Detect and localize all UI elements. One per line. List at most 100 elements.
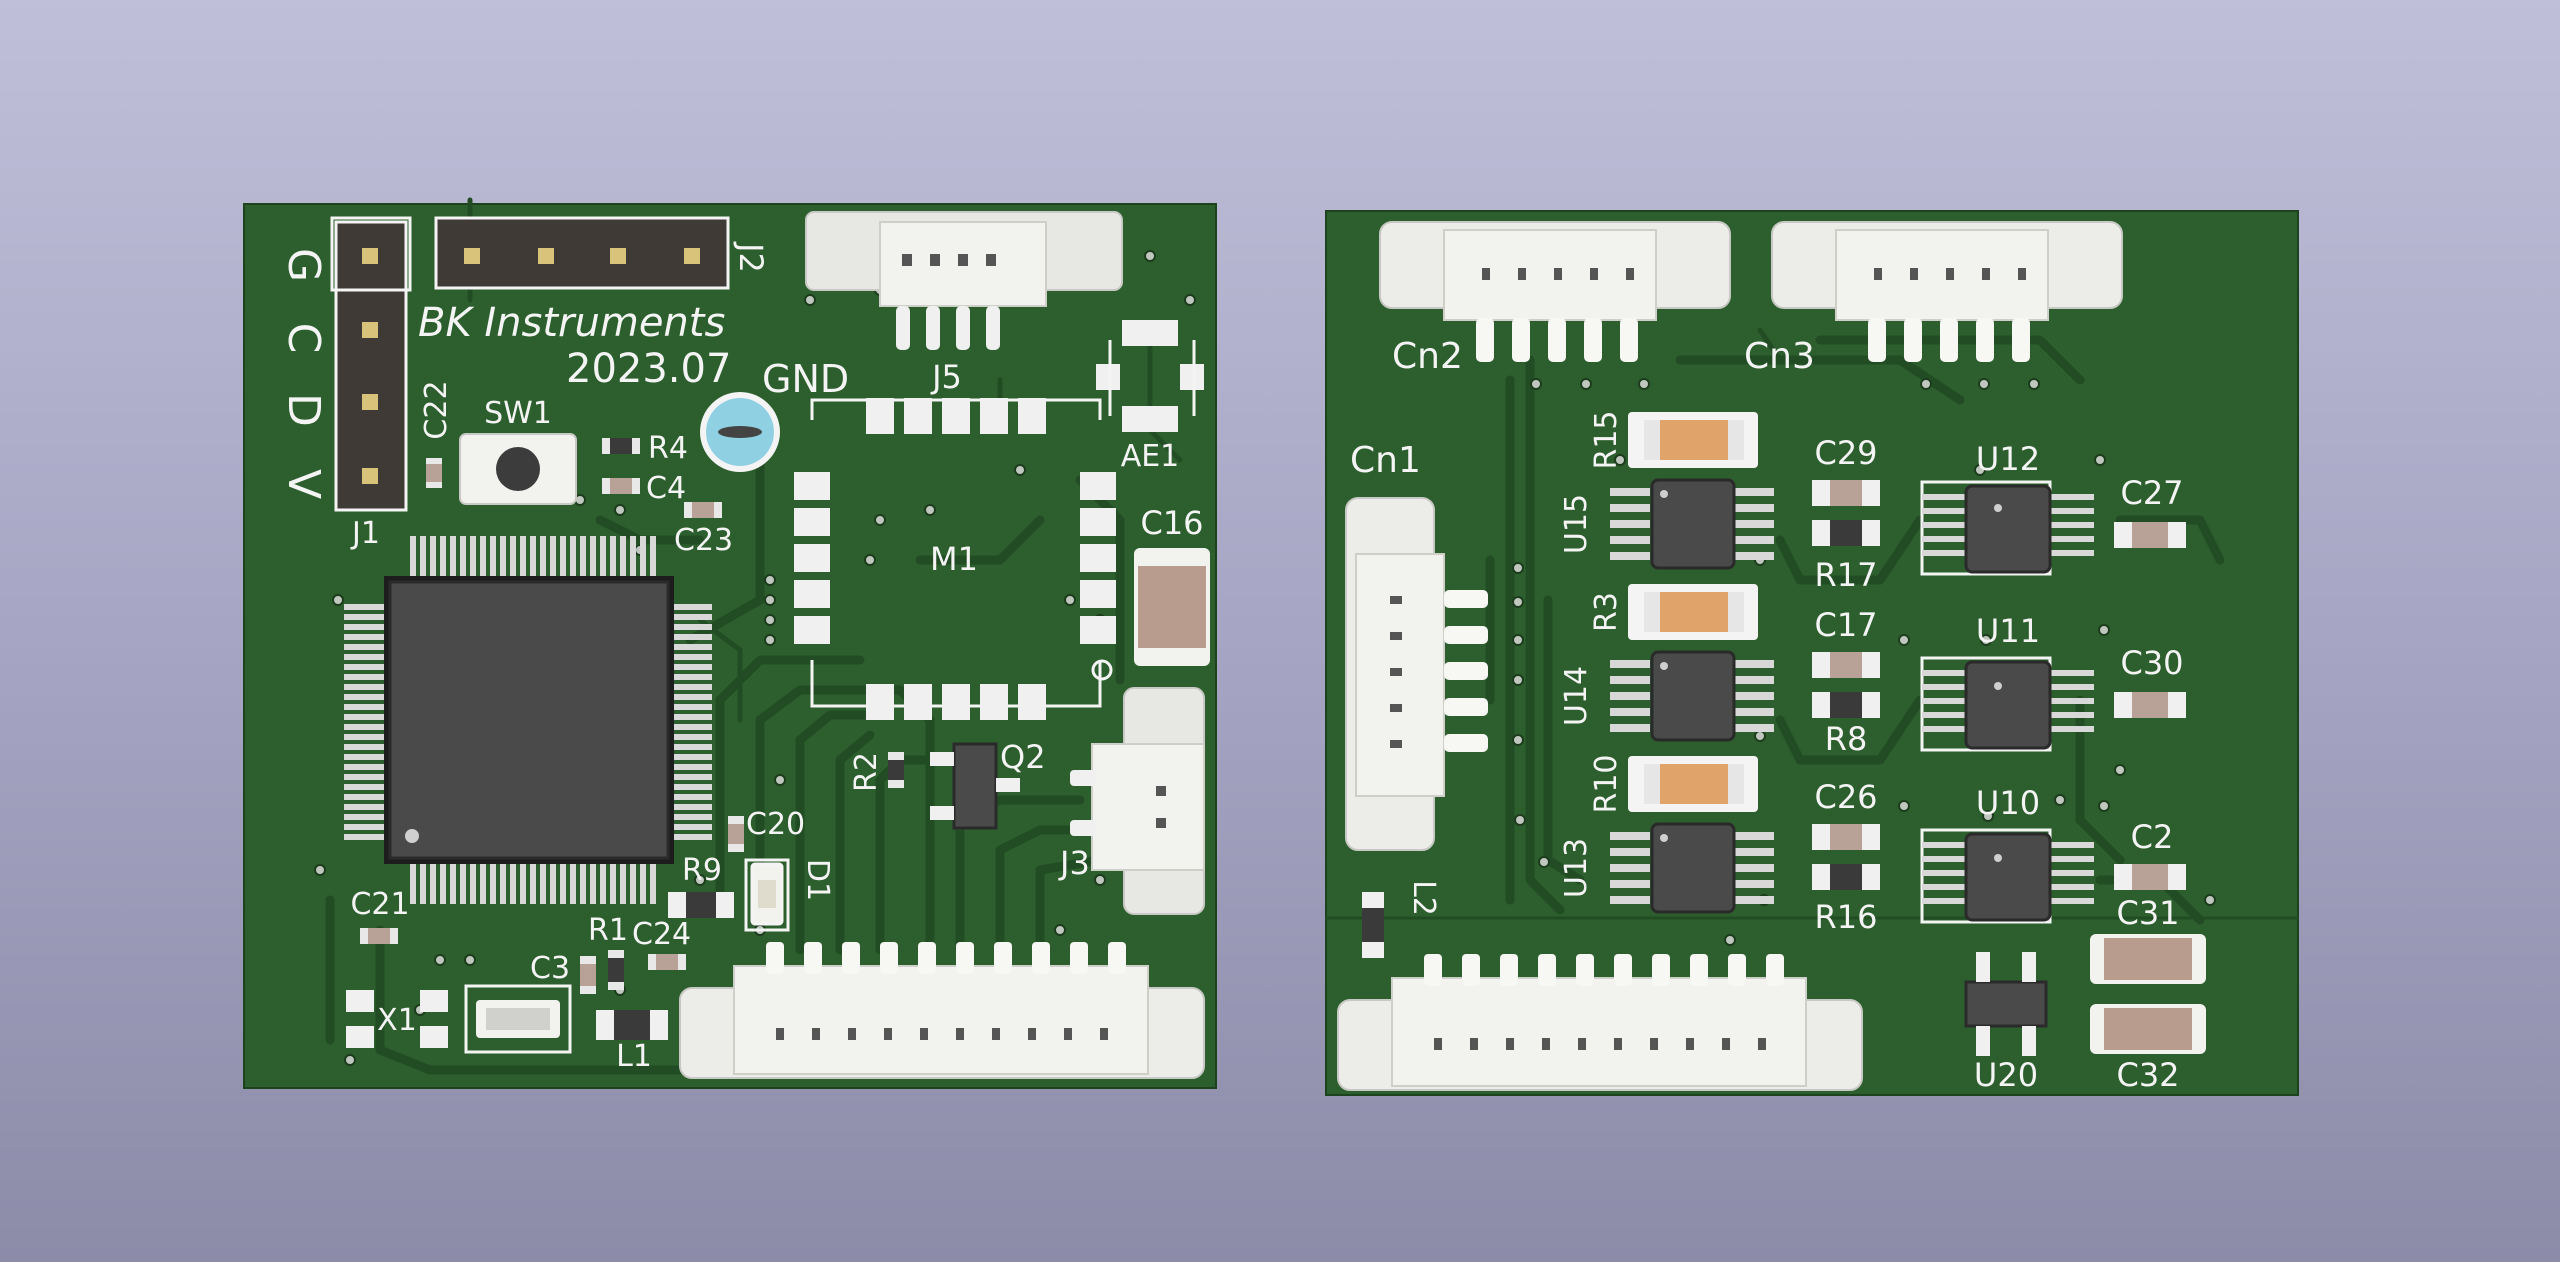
connector-j5 — [805, 211, 1123, 350]
ref-u12: U12 — [1976, 440, 2040, 478]
resistor-r8 — [1812, 692, 1880, 718]
ref-c2: C2 — [2131, 818, 2174, 856]
ref-r15: R15 — [1589, 410, 1624, 469]
pin-label-c: C — [278, 323, 329, 354]
ref-sw1: SW1 — [484, 396, 552, 431]
module-m1 — [794, 398, 1116, 720]
inductor-r10 — [1628, 756, 1758, 812]
ref-r1: R1 — [588, 913, 628, 948]
chip-u12 — [1920, 480, 2094, 576]
connector-j1 — [330, 216, 412, 512]
transistor-q2 — [930, 742, 1020, 830]
crystal-x1 — [346, 990, 448, 1048]
resistor-r16 — [1812, 864, 1880, 890]
ref-c23: C23 — [674, 523, 733, 558]
ref-r10: R10 — [1589, 754, 1624, 813]
ref-j3: J3 — [1058, 844, 1090, 882]
ref-u20: U20 — [1974, 1056, 2038, 1094]
pin-label-v: V — [278, 469, 329, 499]
ref-cn2: Cn2 — [1392, 336, 1463, 377]
ref-j2: J2 — [732, 241, 770, 273]
ref-cn3: Cn3 — [1744, 336, 1815, 377]
ref-c30: C30 — [2120, 644, 2183, 682]
ref-j1: J1 — [350, 516, 380, 551]
cap-c30 — [2114, 692, 2186, 718]
ref-r16: R16 — [1815, 898, 1878, 936]
resistor-r2 — [888, 752, 904, 788]
inductor-l1 — [596, 1010, 668, 1040]
connector-cn1 — [1345, 497, 1488, 851]
ref-c3: C3 — [530, 951, 570, 986]
chip-u13 — [1610, 822, 1774, 914]
inductor-l2 — [1362, 892, 1384, 958]
ref-l2: L2 — [1406, 880, 1441, 916]
resistor-r9 — [668, 892, 734, 918]
cap-c20 — [728, 816, 744, 852]
ref-m1: M1 — [930, 540, 978, 578]
ref-u11: U11 — [1976, 612, 2040, 650]
ref-gnd: GND — [762, 357, 849, 401]
ref-r2: R2 — [849, 752, 884, 792]
inductor-r3 — [1628, 584, 1758, 640]
left-board-vias — [314, 250, 1196, 1066]
antenna-ae1 — [1096, 320, 1204, 432]
cap-c4 — [602, 478, 640, 494]
resistor-r4 — [602, 438, 640, 454]
chip-u15 — [1610, 478, 1774, 570]
resistor-r17 — [1812, 520, 1880, 546]
ref-c27: C27 — [2120, 474, 2183, 512]
connector-j3 — [1070, 687, 1205, 915]
chip-u20 — [1964, 952, 2048, 1056]
ref-r17: R17 — [1815, 556, 1878, 594]
gnd-testpoint — [700, 392, 780, 472]
cap-c21 — [360, 928, 398, 944]
ref-c20: C20 — [746, 807, 805, 842]
ref-l1: L1 — [616, 1039, 652, 1074]
cap-c23 — [684, 502, 722, 518]
ref-r9: R9 — [682, 853, 722, 888]
cap-c31 — [2090, 934, 2206, 984]
ref-c17: C17 — [1814, 606, 1877, 644]
connector-j2 — [434, 216, 730, 290]
cap-c22 — [426, 458, 442, 488]
ref-cn1: Cn1 — [1350, 440, 1421, 481]
ref-ae1: AE1 — [1121, 439, 1180, 474]
ref-q2: Q2 — [1000, 738, 1046, 776]
ref-u10: U10 — [1976, 784, 2040, 822]
ref-j5: J5 — [930, 358, 962, 396]
diode-d1 — [744, 858, 790, 932]
chip-u14 — [1610, 650, 1774, 742]
fpc-connector-right — [1337, 954, 1863, 1091]
pin-label-d: D — [278, 393, 329, 427]
ref-r8: R8 — [1825, 720, 1868, 758]
cap-c29 — [1812, 480, 1880, 506]
inductor-r15 — [1628, 412, 1758, 468]
right-board: Cn2 Cn3 Cn1 — [1325, 210, 2299, 1096]
crystal-footprint — [464, 984, 572, 1054]
cap-c27 — [2114, 522, 2186, 548]
ref-u14: U14 — [1559, 666, 1594, 726]
ref-c32: C32 — [2116, 1056, 2179, 1094]
ref-c24: C24 — [632, 917, 691, 952]
ref-c31: C31 — [2116, 894, 2179, 932]
ref-u13: U13 — [1559, 838, 1594, 898]
connector-cn2 — [1379, 221, 1731, 362]
cap-c16 — [1134, 548, 1210, 666]
chip-u11 — [1920, 656, 2094, 752]
ref-d1: D1 — [800, 859, 835, 901]
ref-c22: C22 — [419, 380, 454, 439]
right-board-traces — [1485, 327, 2225, 925]
connector-cn3 — [1771, 221, 2123, 362]
cap-c2 — [2114, 864, 2186, 890]
cap-c24 — [648, 954, 686, 970]
ref-u15: U15 — [1559, 494, 1594, 554]
ref-c26: C26 — [1814, 778, 1877, 816]
cap-c17 — [1812, 652, 1880, 678]
date-text: 2023.07 — [566, 346, 731, 392]
fpc-connector-left — [679, 942, 1205, 1079]
chip-u10 — [1920, 828, 2094, 924]
cap-c26 — [1812, 824, 1880, 850]
switch-sw1 — [459, 433, 577, 505]
brand-text: BK Instruments — [418, 300, 725, 346]
